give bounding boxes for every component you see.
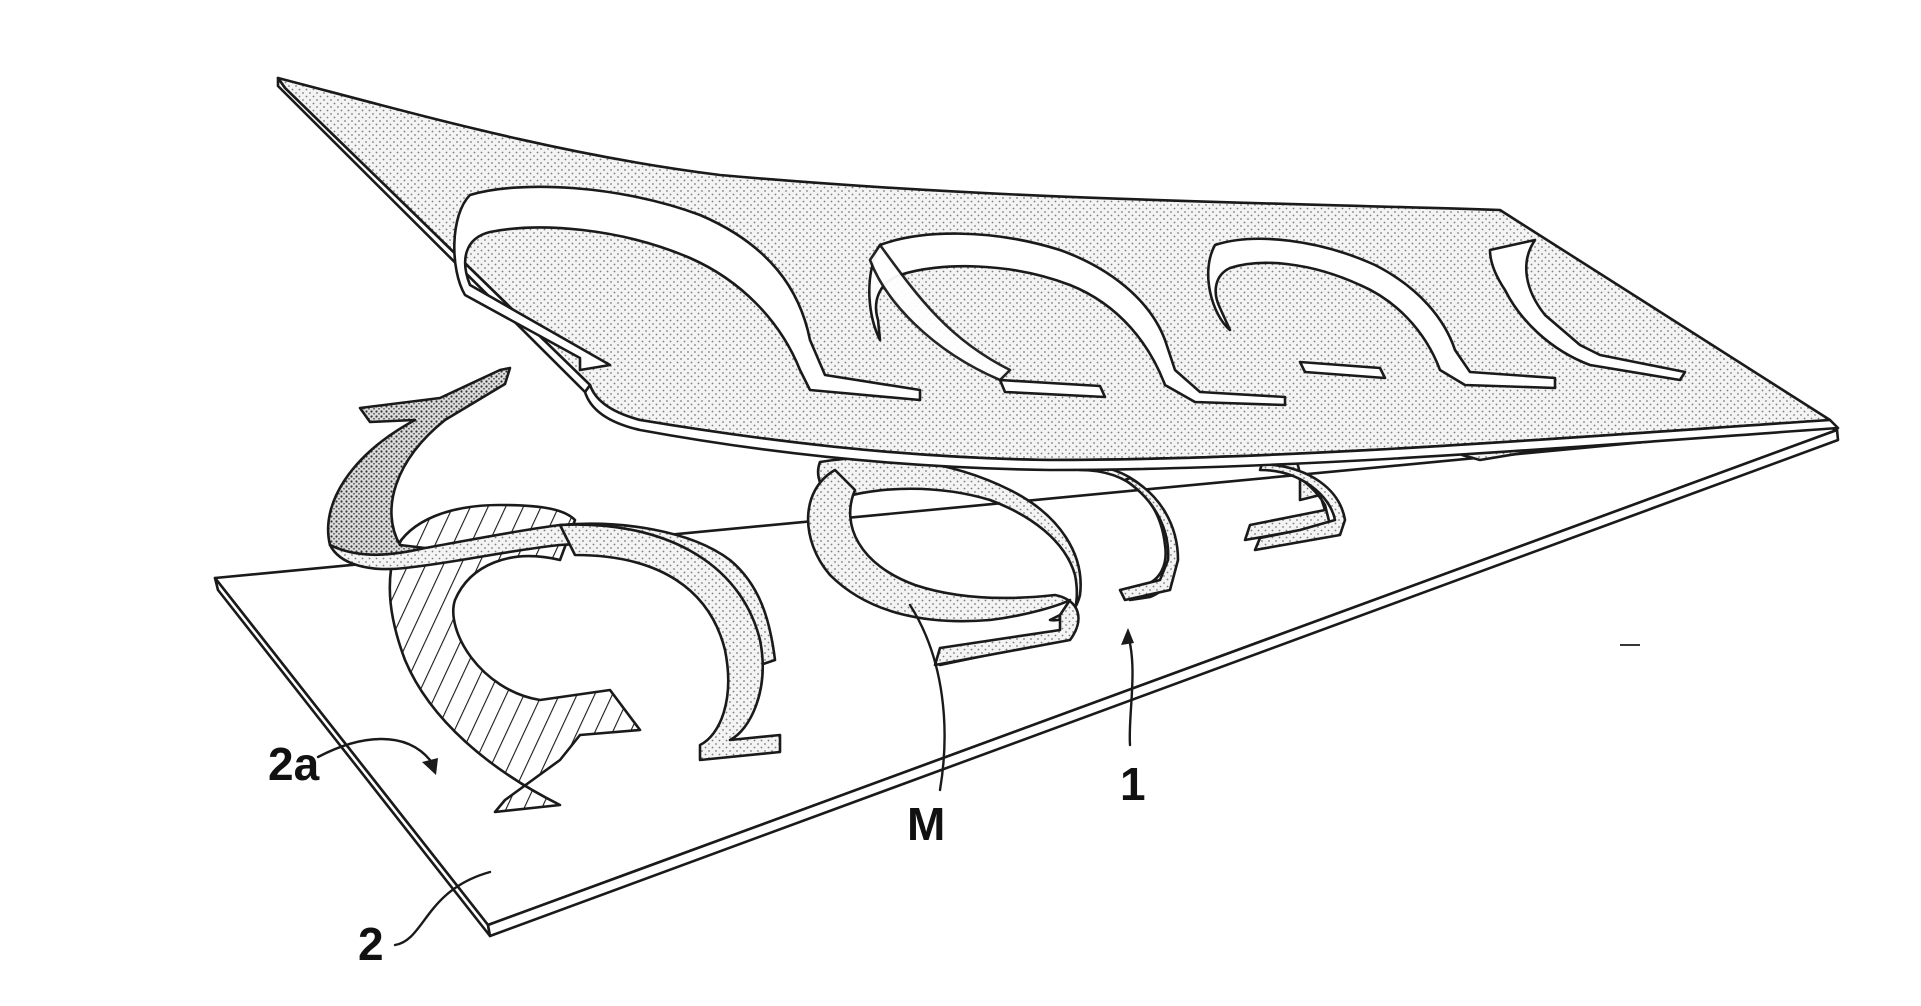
label-m-text: M [907, 798, 945, 850]
upper-sheet [278, 78, 1838, 470]
label-1-text: 1 [1120, 758, 1146, 810]
label-2-text: 2 [358, 918, 384, 970]
label-2a-text: 2a [268, 738, 320, 790]
